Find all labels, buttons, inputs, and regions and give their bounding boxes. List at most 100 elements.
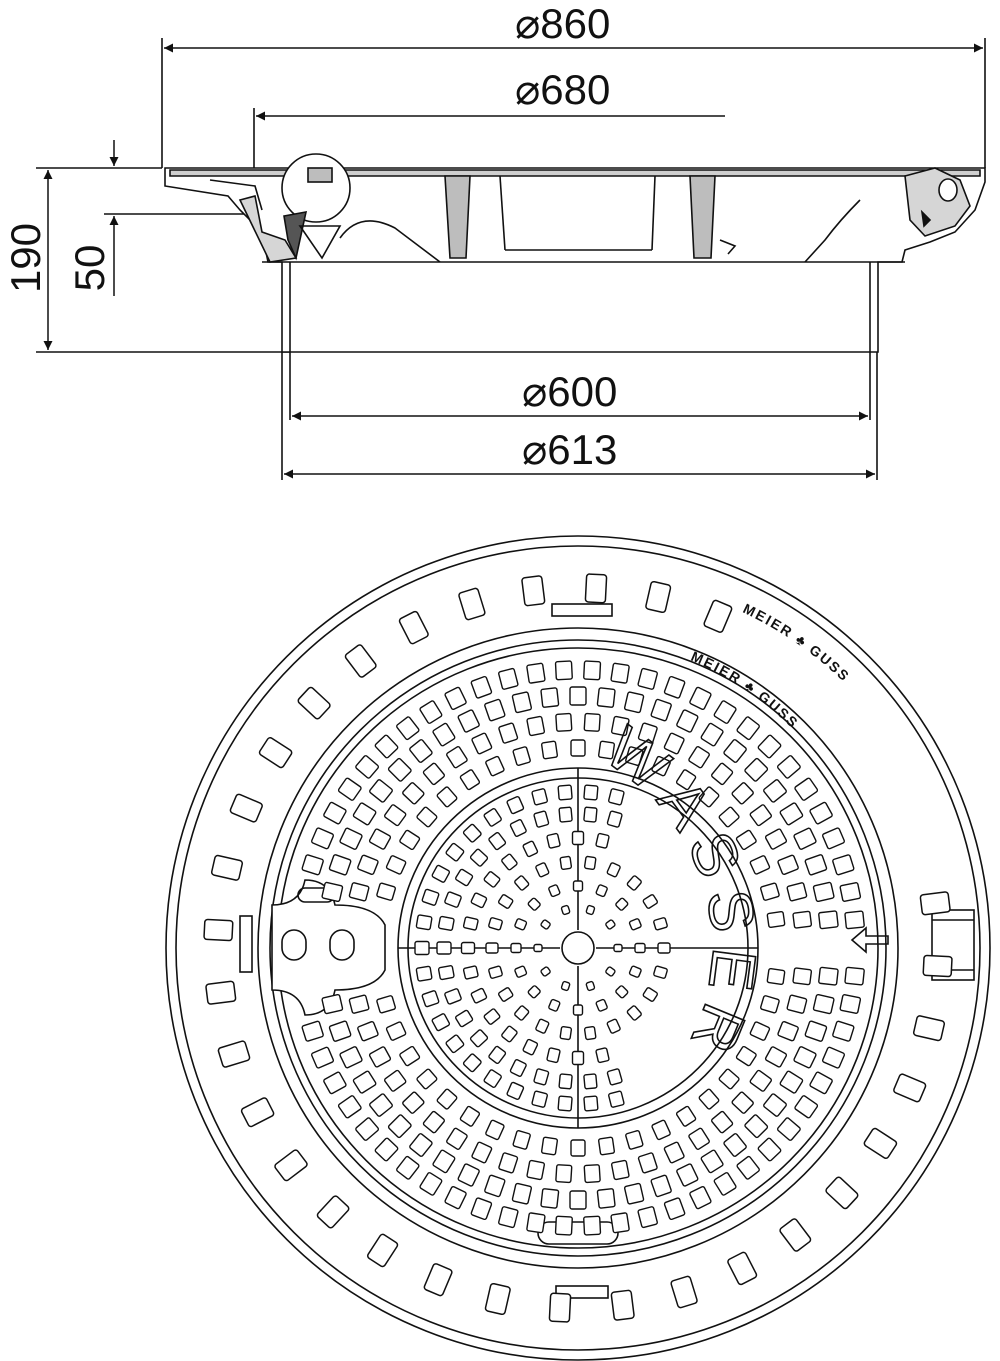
inner-slot xyxy=(583,855,597,870)
svg-text:⌀613: ⌀613 xyxy=(522,426,617,473)
inner-slot xyxy=(540,919,551,930)
outer-slot xyxy=(713,700,737,724)
inner-slot xyxy=(595,832,610,849)
outer-slot xyxy=(760,882,780,901)
frame-slot xyxy=(893,1073,927,1103)
outer-slot xyxy=(597,1136,616,1156)
outer-slot xyxy=(735,1045,757,1067)
inner-slot xyxy=(606,810,623,828)
outer-slot xyxy=(822,1046,845,1069)
outer-slot xyxy=(526,1159,546,1181)
inner-slot xyxy=(462,823,482,843)
inner-slot xyxy=(605,966,616,977)
inner-slot xyxy=(470,892,488,909)
outer-slot xyxy=(432,722,456,747)
outer-slot xyxy=(786,882,808,902)
inner-slot xyxy=(546,1047,561,1064)
outer-slot xyxy=(625,746,644,766)
inner-slot xyxy=(431,864,451,883)
outer-slot xyxy=(387,1114,412,1139)
inner-slot xyxy=(460,941,476,955)
frame-slot xyxy=(398,610,429,645)
inner-slot xyxy=(498,987,514,1002)
outer-slot xyxy=(385,1021,407,1041)
outer-slot xyxy=(554,660,573,681)
inner-slot xyxy=(444,988,462,1005)
outer-slot xyxy=(321,881,344,903)
cover-marking: WASSER xyxy=(592,713,757,1074)
outer-slot xyxy=(839,994,862,1014)
outer-slot xyxy=(700,1149,724,1174)
outer-slot xyxy=(471,732,493,755)
inner-slot xyxy=(488,831,507,851)
svg-text:⌀860: ⌀860 xyxy=(515,0,610,47)
inner-slot xyxy=(488,1045,507,1065)
outer-slot xyxy=(432,1149,456,1174)
dim-600: 600 xyxy=(547,368,617,415)
outer-slot xyxy=(744,757,769,782)
outer-slot xyxy=(387,757,412,782)
outer-slot xyxy=(498,667,519,690)
outer-slot xyxy=(792,910,813,929)
outer-slot xyxy=(832,854,855,876)
outer-slot xyxy=(583,1164,601,1184)
outer-slot xyxy=(689,686,712,711)
outer-slot xyxy=(385,855,407,875)
outer-slot xyxy=(422,762,445,786)
outer-slot xyxy=(402,1091,425,1114)
inner-slot xyxy=(546,832,561,849)
dim-860: 860 xyxy=(540,0,610,47)
frame-slot xyxy=(229,793,263,823)
outer-slot xyxy=(596,687,616,708)
outer-slot xyxy=(436,1088,458,1110)
outer-slot xyxy=(723,739,747,763)
inner-slot xyxy=(509,819,527,837)
dim-190: 190 xyxy=(2,223,49,293)
inner-slot xyxy=(531,1090,548,1108)
outer-slot xyxy=(736,716,760,741)
inner-slot xyxy=(557,784,573,801)
inner-slot xyxy=(483,1069,502,1088)
inner-slot xyxy=(501,853,518,871)
outer-slot xyxy=(416,806,438,828)
outer-slot xyxy=(650,1174,672,1198)
inner-slot xyxy=(533,1068,550,1086)
outer-slot xyxy=(540,1136,559,1156)
frame-slot xyxy=(919,891,951,916)
outer-slot xyxy=(402,782,425,805)
outer-slot xyxy=(376,995,396,1014)
inner-slot xyxy=(560,980,571,992)
outer-slot xyxy=(637,1206,658,1229)
outer-slot xyxy=(651,755,671,777)
outer-slot xyxy=(650,698,672,722)
frame-logo: MEIER ♣ GUSS xyxy=(741,600,852,685)
inner-slot xyxy=(483,871,501,888)
outer-slot xyxy=(569,1190,587,1210)
outer-slot xyxy=(583,1215,602,1236)
outer-slot xyxy=(457,1163,480,1187)
dim-613: 613 xyxy=(547,426,617,473)
outer-slot xyxy=(839,882,862,902)
outer-slot xyxy=(700,722,724,747)
outer-slot xyxy=(498,1206,519,1229)
outer-slot xyxy=(794,777,819,801)
outer-slot xyxy=(731,782,754,805)
frame-slot xyxy=(912,1015,946,1042)
outer-slot xyxy=(766,910,786,929)
outer-slot xyxy=(757,734,782,759)
outer-slot xyxy=(328,854,352,876)
dim-50: 50 xyxy=(66,245,113,292)
outer-slot xyxy=(323,801,347,825)
inner-slot xyxy=(642,987,658,1002)
outer-slot xyxy=(766,967,786,986)
frame-slots xyxy=(203,573,953,1323)
outer-slot xyxy=(422,1110,445,1134)
outer-slot xyxy=(711,762,734,786)
outer-slot xyxy=(663,675,686,699)
outer-slot xyxy=(311,1046,334,1069)
diameter-symbol-icon: ⌀ xyxy=(515,66,540,113)
outer-slot xyxy=(470,1197,493,1221)
outer-slot xyxy=(323,1071,347,1095)
outer-slot xyxy=(384,804,407,827)
inner-slot xyxy=(585,980,596,992)
